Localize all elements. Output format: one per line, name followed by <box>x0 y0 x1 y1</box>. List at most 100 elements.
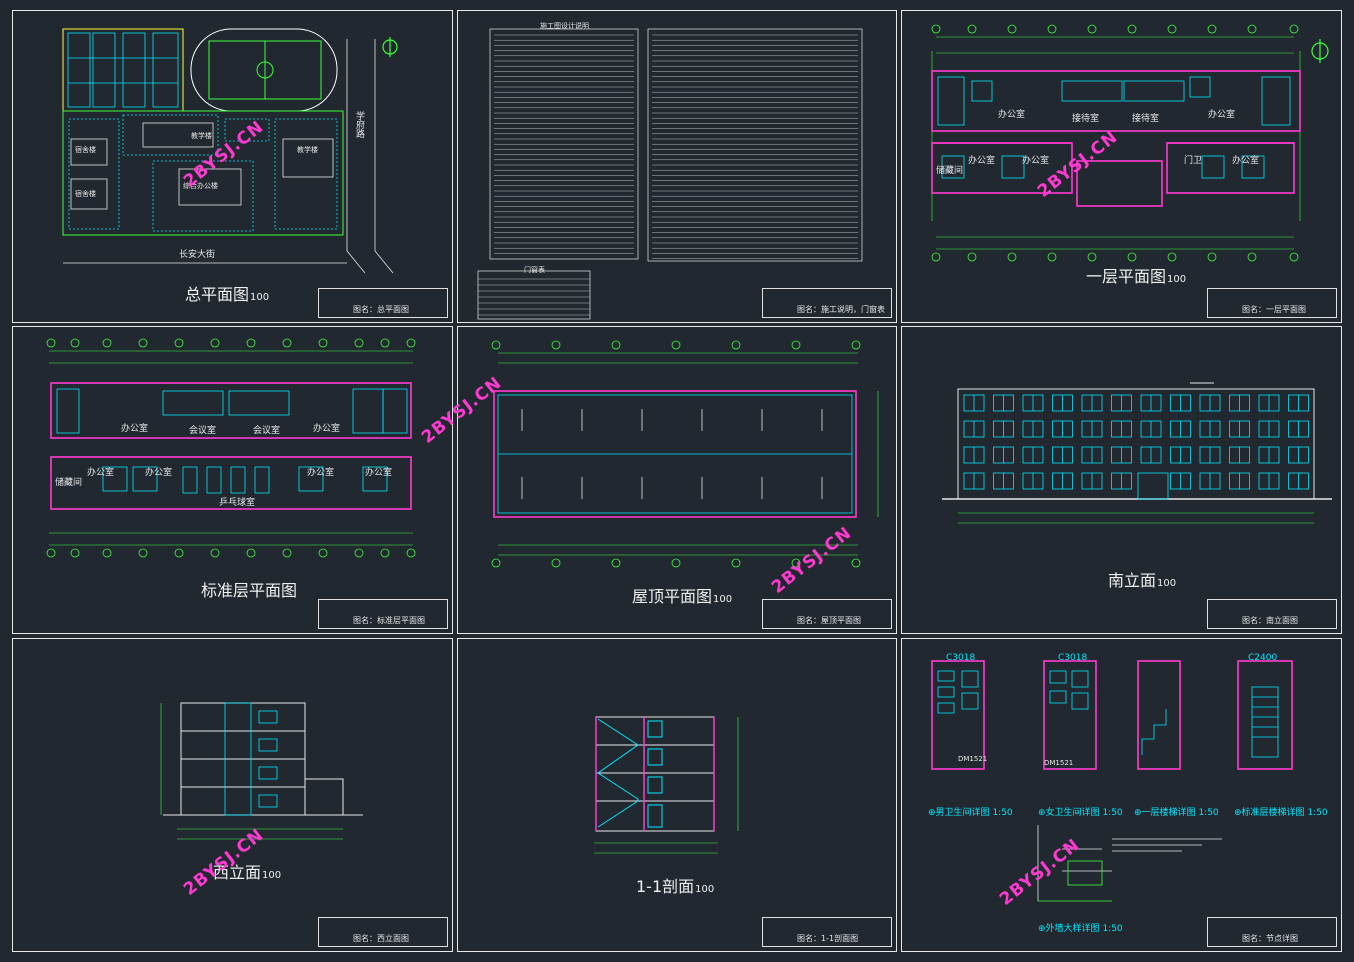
code-m1: DM1521 <box>958 755 988 763</box>
sheet-south-elevation[interactable]: 南立面100 图名：南立面图 <box>901 326 1342 634</box>
caption-stair-std: ⊕标准层楼梯详图 1:50 <box>1234 808 1328 818</box>
axis-bubble <box>551 558 561 568</box>
room-storage-f1: 储藏间 <box>936 166 964 176</box>
axis-bubble <box>1127 252 1137 262</box>
axis-bubble <box>851 340 861 350</box>
axis-bubble <box>967 24 977 34</box>
room-storage-std: 储藏间 <box>55 478 83 488</box>
notes-drawing <box>477 28 863 320</box>
sheet-title-roof: 屋顶平面图100 <box>632 587 733 606</box>
title-block-section: 图名：1-1剖面图 <box>762 917 892 947</box>
axis-bubble <box>1047 24 1057 34</box>
room-office-std-c: 办公室 <box>87 468 115 478</box>
axis-bubble <box>791 558 801 568</box>
room-office-f1-e: 办公室 <box>1232 156 1260 166</box>
room-office-std-b: 办公室 <box>313 424 341 434</box>
room-office-f1-b: 办公室 <box>1208 110 1236 120</box>
axis-bubble <box>967 252 977 262</box>
caption-male-wc: ⊕男卫生间详图 1:50 <box>928 808 1013 818</box>
label-teaching-a: 教学楼 <box>191 132 212 140</box>
axis-bubble <box>1167 24 1177 34</box>
room-office-std-d: 办公室 <box>145 468 173 478</box>
sheet-standard-floor-plan[interactable]: 办公室 会议室 会议室 办公室 办公室 办公室 办公室 办公室 储藏间 乒乓球室… <box>12 326 453 634</box>
axis-bubble <box>671 558 681 568</box>
axis-bubble <box>671 340 681 350</box>
axis-bubble <box>491 558 501 568</box>
title-block-standard: 图名：标准层平面图 <box>318 599 448 629</box>
room-office-std-a: 办公室 <box>121 424 149 434</box>
sheet-site-plan[interactable]: 长安大街 学府路 教学楼 教学楼 宿舍楼 宿舍楼 综合办公楼 总平面图100 图… <box>12 10 453 323</box>
sheet-design-notes[interactable]: 施工图设计说明 门窗表 图名：施工说明，门窗表 <box>457 10 897 323</box>
room-office-std-e: 办公室 <box>307 468 335 478</box>
label-teaching-b: 教学楼 <box>297 146 318 154</box>
axis-bubble <box>1087 252 1097 262</box>
axis-bubble <box>1047 252 1057 262</box>
room-office-std-f: 办公室 <box>365 468 393 478</box>
room-meeting-std-b: 会议室 <box>253 426 281 436</box>
west-elevation-drawing <box>160 702 363 840</box>
axis-bubble <box>791 340 801 350</box>
notes-heading: 施工图设计说明 <box>540 22 589 30</box>
axis-bubble <box>282 338 292 348</box>
axis-bubble <box>851 558 861 568</box>
axis-bubble <box>731 558 741 568</box>
room-office-f1-a: 办公室 <box>998 110 1026 120</box>
title-block-roof: 图名：屋顶平面图 <box>762 599 892 629</box>
axis-bubble <box>1207 252 1217 262</box>
section-drawing <box>594 716 739 854</box>
floor1-drawing <box>931 24 1329 262</box>
axis-bubble <box>1127 24 1137 34</box>
axis-bubble <box>174 548 184 558</box>
room-reception-f1-a: 接待室 <box>1072 114 1100 124</box>
axis-bubble <box>1247 24 1257 34</box>
label-dorm-a: 宿舍楼 <box>75 146 96 154</box>
axis-bubble <box>1007 24 1017 34</box>
axis-bubble <box>551 340 561 350</box>
axis-bubble <box>1087 24 1097 34</box>
label-office-building: 综合办公楼 <box>183 182 218 190</box>
sheet-title-south: 南立面100 <box>1108 571 1177 590</box>
roof-plan-drawing <box>491 340 879 568</box>
axis-bubble <box>354 338 364 348</box>
entrance-door <box>1137 472 1169 500</box>
standard-floor-drawing <box>46 338 416 558</box>
caption-wall-detail: ⊕外墙大样详图 1:50 <box>1038 924 1123 934</box>
axis-bubble <box>1207 24 1217 34</box>
room-office-f1-c: 办公室 <box>968 156 996 166</box>
room-meeting-std-a: 会议室 <box>189 426 217 436</box>
sheet-west-elevation[interactable]: 西立面100 图名：西立面图 <box>12 638 453 952</box>
sheet-floor1-plan[interactable]: 办公室 接待室 接待室 办公室 储藏间 办公室 办公室 门卫 办公室 一层平面图… <box>901 10 1342 323</box>
sheet-title-standard: 标准层平面图 <box>201 581 298 600</box>
axis-bubble <box>210 548 220 558</box>
label-dorm-b: 宿舍楼 <box>75 190 96 198</box>
axis-bubble <box>406 548 416 558</box>
axis-bubble <box>70 338 80 348</box>
axis-bubble <box>138 338 148 348</box>
axis-bubble <box>354 548 364 558</box>
axis-bubble <box>931 252 941 262</box>
code-m2: DM1521 <box>1044 759 1074 767</box>
title-block-west: 图名：西立面图 <box>318 917 448 947</box>
sheet-title-floor1: 一层平面图100 <box>1086 267 1187 286</box>
axis-bubble <box>210 338 220 348</box>
room-reception-f1-b: 接待室 <box>1132 114 1160 124</box>
axis-bubble <box>282 548 292 558</box>
title-block-notes: 图名：施工说明，门窗表 <box>762 288 892 318</box>
sheet-details[interactable]: C3018 C3018 C2400 DM1521 DM1521 ⊕男卫生间详图 … <box>901 638 1342 952</box>
axis-bubble <box>1289 252 1299 262</box>
title-block-site: 图名：总平面图 <box>318 288 448 318</box>
axis-bubble <box>46 338 56 348</box>
room-office-f1-d: 办公室 <box>1022 156 1050 166</box>
details-drawing <box>931 660 1293 902</box>
title-block-south: 图名：南立面图 <box>1207 599 1337 629</box>
axis-bubble <box>246 338 256 348</box>
code-c1: C3018 <box>946 653 976 663</box>
sheet-roof-plan[interactable]: 屋顶平面图100 图名：屋顶平面图 <box>457 326 897 634</box>
caption-stair1: ⊕一层楼梯详图 1:50 <box>1134 808 1219 818</box>
axis-bubble <box>102 548 112 558</box>
sheet-title-west: 西立面100 <box>213 863 282 882</box>
axis-bubble <box>102 338 112 348</box>
sheet-section-1-1[interactable]: 1-1剖面100 图名：1-1剖面图 <box>457 638 897 952</box>
axis-bubble <box>1007 252 1017 262</box>
axis-bubble <box>174 338 184 348</box>
